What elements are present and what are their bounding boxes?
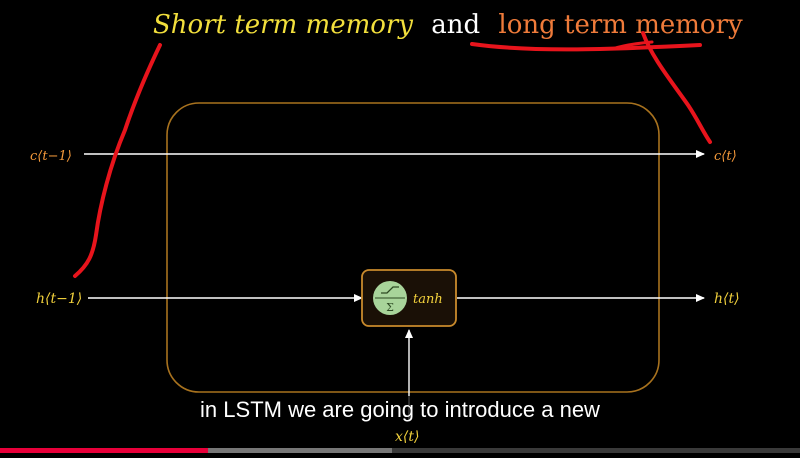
lstm-cell-box bbox=[166, 102, 660, 393]
x-curr-label: x⟨t⟩ bbox=[395, 429, 419, 445]
h-prev-label: h⟨t−1⟩ bbox=[36, 291, 82, 307]
activation-label: tanh bbox=[413, 292, 443, 307]
c-prev-label: c⟨t−1⟩ bbox=[30, 149, 72, 164]
c-curr-label: c⟨t⟩ bbox=[714, 149, 737, 164]
annotation-stroke-long-term bbox=[641, 31, 712, 144]
annotation-underline-long-term bbox=[470, 42, 702, 52]
title-and: and bbox=[431, 10, 480, 40]
annotation-tick bbox=[610, 40, 654, 51]
title-short-term: Short term memory bbox=[153, 10, 413, 40]
title-line: Short term memory and long term memory bbox=[153, 10, 743, 40]
h-curr-label: h⟨t⟩ bbox=[714, 291, 740, 307]
title-long-term: long term memory bbox=[498, 10, 743, 40]
annotation-stroke-short-term bbox=[73, 43, 162, 278]
activation-curve-icon bbox=[381, 286, 399, 294]
video-progress-bar[interactable] bbox=[0, 448, 800, 453]
sum-symbol: Σ bbox=[386, 301, 394, 314]
played-bar bbox=[0, 448, 208, 453]
